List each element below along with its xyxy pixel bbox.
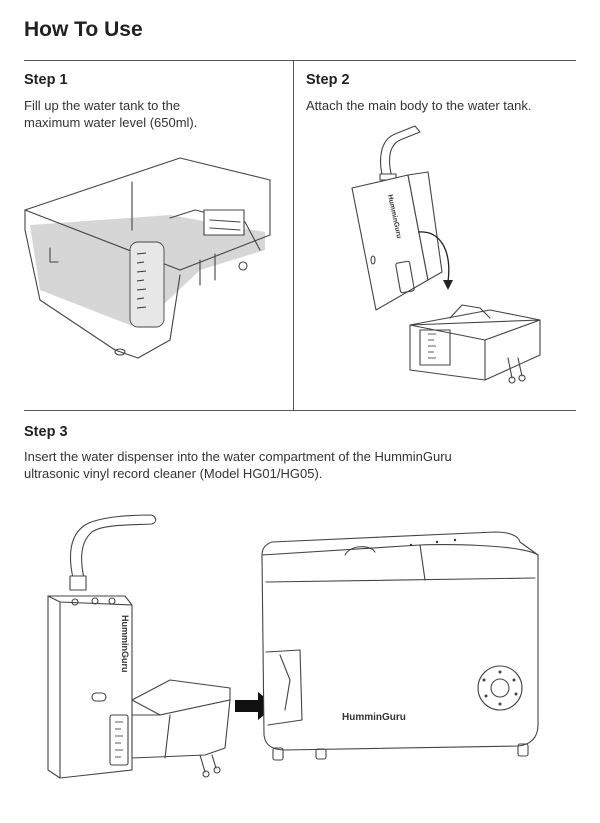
rotate-arrow (417, 231, 450, 283)
step-1-text: Fill up the water tank to the maximum wa… (24, 98, 198, 130)
page-title: How To Use (24, 18, 143, 41)
step-3-text: Insert the water dispenser into the wate… (24, 449, 452, 481)
step-1-water-tank-illustration (24, 157, 271, 359)
step-3-dispenser-logo: HumminGuru (120, 615, 130, 673)
step-3-heading: Step 3 (24, 424, 68, 440)
water-level-marker (129, 241, 165, 328)
middle-divider (24, 410, 576, 411)
step-2-attach-illustration: HumminGuru (351, 125, 541, 384)
step-1-heading: Step 1 (24, 72, 68, 88)
tank-bracket (203, 209, 245, 236)
step-2-text: Attach the main body to the water tank. (306, 98, 532, 113)
top-divider (24, 60, 576, 61)
step-2-heading: Step 2 (306, 72, 350, 88)
column-divider (293, 61, 294, 411)
step-3-cleaner-logo: HumminGuru (342, 712, 406, 723)
step-3-insert-illustration: HumminGuru HumminGuru (47, 514, 539, 779)
